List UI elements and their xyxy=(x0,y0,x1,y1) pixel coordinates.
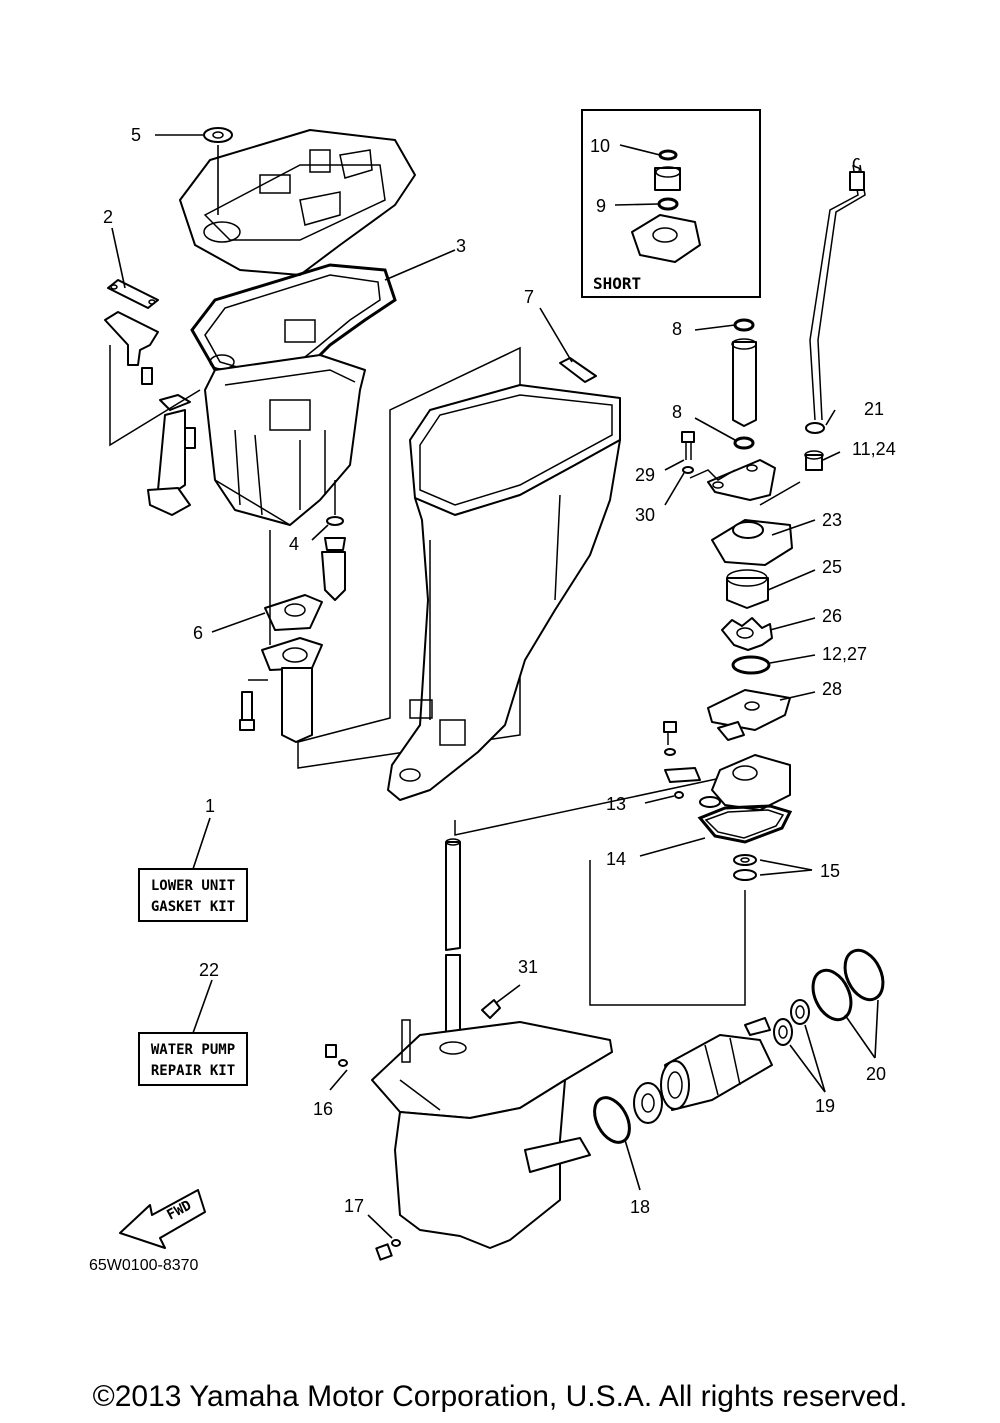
part-25-cartridge-insert xyxy=(726,569,816,609)
gasket-kit-line-1: LOWER UNIT xyxy=(151,878,235,894)
part-13-pin xyxy=(644,791,684,804)
part-23-pump-housing xyxy=(711,481,816,566)
part-30-washer xyxy=(664,466,694,506)
propeller-shaft-bearing xyxy=(633,1082,663,1124)
part-4-washer xyxy=(311,480,346,601)
part-7-damper xyxy=(539,307,597,383)
part-2-plate xyxy=(107,227,159,309)
callout-18: 18 xyxy=(630,1197,650,1217)
callout-5: 5 xyxy=(131,125,141,145)
callout-22: 22 xyxy=(199,960,219,980)
callout-23: 23 xyxy=(822,510,842,530)
callout-9: 9 xyxy=(596,196,606,216)
pump-kit-line-2: REPAIR KIT xyxy=(151,1063,235,1079)
part-16-screw xyxy=(325,1044,348,1091)
part-17-drain-screw xyxy=(367,1214,401,1261)
pump-bracket xyxy=(689,459,776,501)
callout-8b: 8 xyxy=(672,402,682,422)
assembly-line-a xyxy=(297,346,521,769)
callout-6: 6 xyxy=(193,623,203,643)
upper-casing-plate xyxy=(179,129,416,276)
callout-17: 17 xyxy=(344,1196,364,1216)
part-18-o-ring xyxy=(593,1096,641,1191)
callout-30: 30 xyxy=(635,505,655,525)
callout-25: 25 xyxy=(822,557,842,577)
callout-13: 13 xyxy=(606,794,626,814)
part-15-oil-seals xyxy=(589,854,813,1006)
assembly-line-b xyxy=(454,774,736,836)
gasket-kit-line-2: GASKET KIT xyxy=(151,899,235,915)
callout-29: 29 xyxy=(635,465,655,485)
callout-8a: 8 xyxy=(672,319,682,339)
short-inset-label: SHORT xyxy=(593,274,641,293)
pump-kit-line-1: WATER PUMP xyxy=(151,1042,235,1058)
callout-7: 7 xyxy=(524,287,534,307)
part-29-bolt xyxy=(664,431,695,471)
callout-2: 2 xyxy=(103,207,113,227)
callout-28: 28 xyxy=(822,679,842,699)
gasket-kit-box xyxy=(138,817,248,922)
callout-16: 16 xyxy=(313,1099,333,1119)
pump-kit-box xyxy=(138,979,248,1086)
callout-11-24: 11,24 xyxy=(852,439,896,459)
callout-10: 10 xyxy=(590,136,610,156)
part-12-27-o-ring xyxy=(731,654,816,675)
pump-base xyxy=(663,721,791,811)
part-19-washers xyxy=(773,999,826,1093)
oil-strainer-assembly xyxy=(104,311,201,516)
drive-shaft-housing xyxy=(387,384,621,801)
callout-1: 1 xyxy=(205,796,215,816)
callout-26: 26 xyxy=(822,606,842,626)
part-14-gasket xyxy=(639,804,793,857)
callout-4: 4 xyxy=(289,534,299,554)
drive-shaft xyxy=(445,838,461,1049)
propeller-shaft-housing xyxy=(660,1017,773,1111)
callout-31: 31 xyxy=(518,957,538,977)
callout-20: 20 xyxy=(866,1064,886,1084)
callout-19: 19 xyxy=(815,1096,835,1116)
callout-3: 3 xyxy=(456,236,466,256)
callout-21: 21 xyxy=(864,399,884,419)
part-5-washer xyxy=(155,127,233,215)
copyright-notice: ©2013 Yamaha Motor Corporation, U.S.A. A… xyxy=(92,1380,908,1413)
part-6-gasket xyxy=(211,594,323,633)
part-20-o-rings xyxy=(811,948,885,1059)
exhaust-bolt xyxy=(239,691,255,731)
short-shaft-inset xyxy=(581,109,761,298)
drawing-code: 65W0100-8370 xyxy=(89,1257,199,1274)
part-28-outer-plate xyxy=(707,689,816,731)
callout-14: 14 xyxy=(606,849,626,869)
part-26-impeller xyxy=(721,617,816,651)
part-31-plug xyxy=(481,984,521,1019)
part-8-water-tube xyxy=(694,318,757,450)
lower-unit-casing xyxy=(371,1019,613,1249)
callout-12-27: 12,27 xyxy=(822,644,867,664)
cooling-water-pipe: ς xyxy=(804,152,866,471)
forward-arrow-icon xyxy=(119,1189,206,1249)
exhaust-guide xyxy=(248,530,323,743)
callout-15: 15 xyxy=(820,861,840,881)
svg-text:ς: ς xyxy=(852,152,861,172)
oil-pan xyxy=(204,354,366,526)
